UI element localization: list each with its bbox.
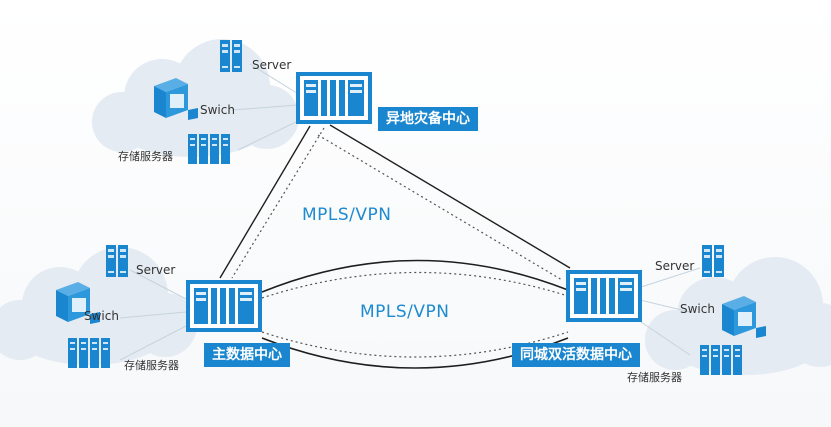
- rack-server-icon: [702, 245, 724, 277]
- top-server-label: Server: [252, 58, 292, 72]
- left-server-label: Server: [136, 263, 176, 277]
- top-switch-label: Swich: [200, 103, 235, 117]
- mpls-links: [219, 124, 571, 369]
- disaster-recovery-center-label: 异地灾备中心: [378, 107, 478, 131]
- mpls-vpn-label-top: MPLS/VPN: [302, 205, 392, 225]
- right-switch-label: Swich: [680, 302, 715, 316]
- mpls-vpn-label-middle: MPLS/VPN: [360, 302, 450, 322]
- same-city-active-center-label: 同城双活数据中心: [512, 343, 640, 367]
- datacenter-building-icon: [186, 280, 262, 332]
- top-storage-label: 存储服务器: [118, 150, 173, 163]
- main-datacenter-label: 主数据中心: [204, 343, 290, 367]
- right-server-label: Server: [655, 259, 695, 273]
- left-storage-label: 存储服务器: [124, 359, 179, 372]
- datacenter-building-icon: [566, 270, 642, 322]
- right-storage-label: 存储服务器: [627, 371, 682, 384]
- datacenter-building-icon: [296, 72, 372, 124]
- site-connectors: [119, 63, 701, 361]
- left-switch-label: Swich: [84, 309, 119, 323]
